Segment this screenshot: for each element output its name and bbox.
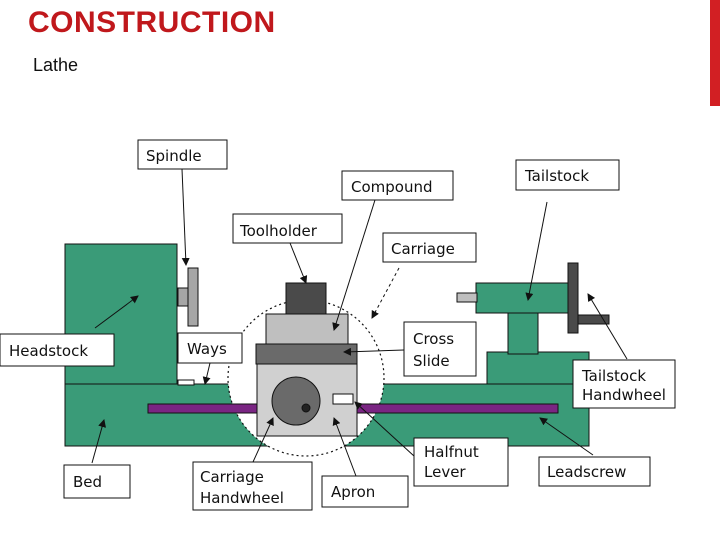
halfnut-lever-label-line1: Halfnut: [424, 443, 479, 461]
carriage-label-box: [382, 232, 477, 263]
carriage-handwheel-label-line2: Handwheel: [200, 489, 284, 507]
carriage-handwheel-arrow: [252, 417, 274, 463]
spindle-shaft: [177, 287, 189, 307]
halfnut-lever-label-line2: Lever: [424, 463, 466, 481]
compound-block: [265, 313, 349, 345]
tailstock-label: Tailstock: [524, 167, 589, 185]
spindle-arrow: [181, 168, 190, 266]
cross-slide-arrow: [343, 347, 405, 356]
tailstock-handwheel: [567, 262, 579, 334]
leadscrew-label-box: [538, 456, 651, 487]
toolholder-label: Toolholder: [239, 222, 318, 240]
carriage-label: Carriage: [391, 240, 455, 258]
bed-label-box: [63, 464, 131, 499]
cross-slide-label-box: [403, 321, 477, 377]
tailstock-handwheel-label-line2: Handwheel: [582, 386, 666, 404]
ways-arrow: [202, 362, 211, 385]
carriage-arrow: [371, 267, 400, 319]
leadscrew-label: Leadscrew: [547, 463, 626, 481]
tailstock-label-box: [515, 159, 620, 191]
cross-slide-block: [255, 343, 358, 365]
carriage-assembly: [255, 282, 358, 437]
halfnut-lever-label-box: [413, 437, 509, 487]
compound-label: Compound: [351, 178, 433, 196]
spindle-chuck: [187, 267, 199, 327]
spindle-label-box: [137, 139, 228, 170]
toolholder-block: [285, 282, 327, 316]
headstock-arrow: [94, 295, 139, 329]
slide-subtitle: Lathe: [33, 55, 79, 75]
halfnut-lever-arrow: [354, 401, 415, 457]
tailstock-top: [475, 282, 569, 314]
slide-title: CONSTRUCTION: [28, 6, 276, 39]
cross-slide-label-line1: Cross: [413, 330, 454, 348]
tailstock-arrow: [525, 201, 548, 301]
toolholder-arrow: [289, 242, 308, 284]
tailstock-quill: [456, 292, 478, 303]
spindle-label: Spindle: [146, 147, 202, 165]
apron-label: Apron: [331, 483, 375, 501]
tailstock-base: [486, 351, 590, 385]
apron-label-box: [321, 475, 409, 508]
bed-label: Bed: [73, 473, 102, 491]
tailstock-column: [507, 311, 539, 355]
halfnut-lever: [332, 393, 354, 405]
compound-label-box: [341, 170, 454, 201]
tailstock-handwheel-label-box: [572, 359, 676, 409]
carriage-handwheel-label-line1: Carriage: [200, 468, 264, 486]
tailstock-handwheel-label-line1: Tailstock: [581, 367, 646, 385]
compound-arrow: [332, 199, 376, 331]
carriage-handwheel-hub: [301, 403, 311, 413]
apron-arrow: [332, 417, 357, 477]
leadscrew-arrow: [539, 417, 594, 456]
cross-slide-label-line2: Slide: [413, 352, 450, 370]
accent-bar: [710, 0, 720, 106]
bed-arrow: [91, 419, 106, 464]
ways-label-box: [177, 332, 243, 364]
carriage-handwheel-label-box: [192, 461, 313, 511]
carriage-handwheel: [271, 376, 321, 426]
tailstock-handwheel-arrow: [587, 293, 628, 360]
headstock-label: Headstock: [9, 342, 88, 360]
toolholder-label-box: [232, 213, 343, 244]
headstock-label-box: [0, 333, 115, 367]
ways-label: Ways: [187, 340, 227, 358]
ways-rail: [177, 379, 195, 386]
